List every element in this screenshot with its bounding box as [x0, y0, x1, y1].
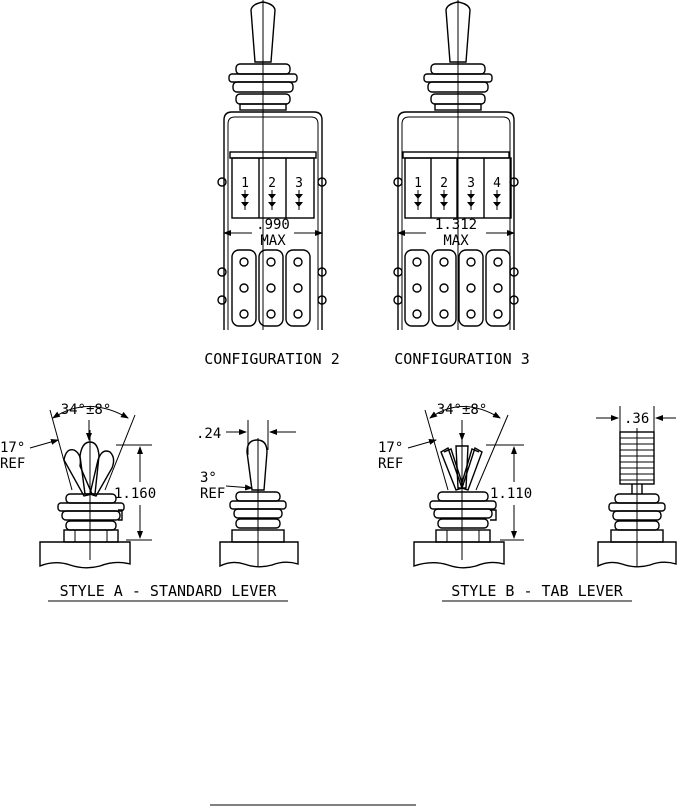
style-a-lever-width-value: .24: [196, 426, 221, 442]
style-b-height-value: 1.110: [490, 486, 532, 502]
style-b-tab-levers: [440, 430, 483, 560]
style-a-caption: STYLE A - STANDARD LEVER: [60, 582, 278, 600]
style-b-side-bushing: [597, 493, 677, 568]
config-3-terminal-labels: 1 2 3 4: [414, 176, 501, 191]
config-2-width-value: .990: [256, 217, 290, 233]
style-b-angle-ref-value: 17°: [378, 440, 403, 456]
style-a-lever-angle-ref: REF: [200, 486, 225, 502]
configuration-3-title: CONFIGURATION 3: [394, 350, 529, 368]
style-b-tab-width-value: .36: [624, 411, 649, 427]
terminal-label: 2: [440, 176, 448, 191]
style-b-angle-label: 34°±8°: [437, 402, 488, 418]
style-a-caption-group: STYLE A - STANDARD LEVER: [48, 582, 288, 602]
config-2-bushing: [228, 63, 298, 111]
config-2-width-dimension: .990 MAX: [223, 217, 323, 249]
style-a-side-bushing: [219, 491, 299, 568]
style-b-angle-dimension: 34°±8° 17° REF: [378, 402, 509, 491]
config-2-terminal-symbols: [241, 190, 303, 210]
config-3-bushing: [423, 63, 493, 111]
configuration-2-title: CONFIGURATION 2: [204, 350, 339, 368]
terminal-label: 1: [414, 176, 422, 191]
style-b-tab-width-dimension: .36: [596, 406, 676, 432]
style-a-angle-label: 34°±8°: [61, 402, 112, 418]
terminal-label: 4: [493, 176, 501, 191]
style-a-levers: [63, 430, 115, 560]
terminal-label: 3: [467, 176, 475, 191]
style-b-height-dimension: 1.110: [486, 444, 532, 541]
config-2-terminal-labels: 1 2 3: [241, 176, 303, 191]
style-b-side-view: .36: [596, 406, 677, 568]
style-b-caption-group: STYLE B - TAB LEVER: [442, 582, 632, 602]
style-a-front-view: 34°±8° 17° REF 1.160: [0, 402, 156, 569]
style-a-side-lever: [246, 438, 268, 566]
configuration-2-view: 1 2 3 .990 MAX CONFIGURATION 2: [204, 0, 340, 368]
config-3-toggle-lever: [445, 0, 471, 330]
style-a-bushing: [39, 493, 131, 569]
config-2-toggle-lever: [250, 0, 276, 330]
config-3-width-value: 1.312: [435, 217, 477, 233]
config-3-terminal-symbols: [414, 190, 501, 210]
config-3-width-note: MAX: [443, 233, 469, 249]
style-a-angle-ref-value: 17°: [0, 440, 25, 456]
configuration-3-view: 1 2 3 4 1.312 MAX CONFIGURATION 3: [393, 0, 530, 368]
style-a-lever-angle-value: 3°: [200, 470, 217, 486]
style-b-bushing: [413, 491, 505, 569]
style-a-lever-angle: 3° REF: [200, 470, 253, 502]
config-2-terminal-blocks: [231, 249, 311, 327]
style-a-lever-width-dimension: .24: [196, 420, 296, 455]
terminal-label: 3: [295, 176, 303, 191]
style-a-side-view: .24 3° REF: [196, 420, 299, 568]
style-a-angle-dimension: 34°±8° 17° REF: [0, 402, 136, 491]
style-b-side-tab: [619, 428, 655, 566]
config-3-body: [393, 111, 519, 330]
config-2-body: [217, 111, 327, 330]
style-b-angle-ref-label: REF: [378, 456, 403, 472]
terminal-label: 1: [241, 176, 249, 191]
config-3-width-dimension: 1.312 MAX: [397, 217, 515, 249]
terminal-label: 2: [268, 176, 276, 191]
config-3-terminal-blocks: [404, 249, 511, 327]
style-b-caption: STYLE B - TAB LEVER: [451, 582, 624, 600]
style-b-front-view: 34°±8° 17° REF: [378, 402, 532, 569]
style-a-angle-ref-label: REF: [0, 456, 25, 472]
config-2-width-note: MAX: [260, 233, 286, 249]
style-a-height-dimension: 1.160: [114, 444, 156, 541]
style-a-height-value: 1.160: [114, 486, 156, 502]
